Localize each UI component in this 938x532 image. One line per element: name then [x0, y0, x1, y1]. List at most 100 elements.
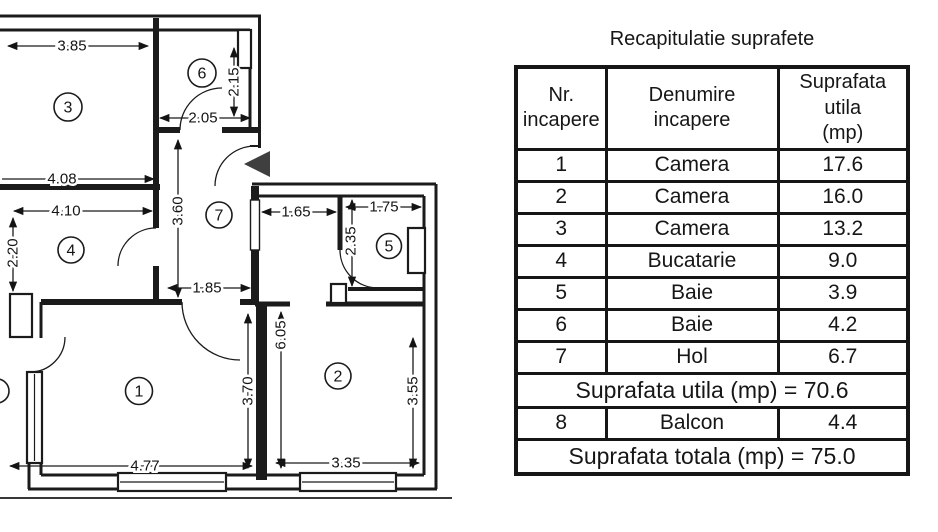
total-row: Suprafata totala (mp) = 75.0 [514, 437, 910, 476]
svg-text:2.35: 2.35 [343, 226, 360, 255]
door-arcs [29, 87, 379, 373]
dimension-4-10: 4.10 [12, 200, 154, 222]
svg-text:3.85: 3.85 [57, 38, 86, 55]
cell-area: 4.2 [776, 307, 910, 343]
svg-text:3: 3 [64, 100, 73, 117]
dimension-1-75: 1.75 [344, 196, 423, 218]
header-denumire-line2: incapere [653, 109, 731, 132]
header-row: Nr. incapere Denumire incapere Suprafata u… [514, 65, 910, 151]
cell-nr: 6 [514, 307, 608, 343]
room-label-3: 3 [53, 92, 83, 122]
dimension-2-35: 2.35 [340, 198, 362, 288]
total-cell: Suprafata totala (mp) = 75.0 [514, 437, 910, 476]
door-room1 [181, 301, 241, 361]
svg-text:2.15: 2.15 [226, 67, 243, 96]
cell-name: Camera [604, 211, 780, 247]
subtotal-label: Suprafata utila (mp) = [575, 376, 798, 403]
header-suprafata: Suprafata utila (mp) [776, 65, 910, 151]
svg-text:6.05: 6.05 [273, 320, 290, 349]
header-suprafata-line1: Suprafata utila [799, 71, 887, 119]
svg-text:4: 4 [67, 243, 76, 260]
cell-name: Camera [604, 179, 780, 215]
window-room6 [236, 28, 253, 70]
cell-area: 4.4 [776, 405, 910, 441]
wall-recess [249, 199, 261, 251]
room-label-8-partial [0, 378, 10, 404]
dimension-3-60: 3.60 [167, 138, 189, 299]
dimension-3-55: 3.55 [402, 336, 424, 470]
cell-nr: 2 [514, 179, 608, 215]
recap-title: Recapitulatie suprafete [609, 28, 815, 50]
dimensions: 3.85 2.15 2.05 4.08 4.10 2.20 3.60 1.65 … [2, 35, 424, 477]
svg-text:2: 2 [334, 369, 343, 386]
recap-table: Nr. incapere Denumire incapere Suprafata u… [514, 65, 910, 476]
floor-plan: 3.85 2.15 2.05 4.08 4.10 2.20 3.60 1.65 … [0, 14, 452, 499]
window-room5 [406, 226, 427, 275]
total-label: Suprafata totala (mp) = [568, 442, 805, 469]
room-label-2: 2 [324, 362, 352, 390]
dimension-1-85: 1.85 [166, 277, 252, 299]
svg-text:7: 7 [215, 208, 224, 225]
svg-text:4.77: 4.77 [130, 458, 159, 475]
dimension-3-35: 3.35 [274, 452, 421, 474]
cell-name: Baie [604, 307, 780, 343]
windows [25, 28, 427, 493]
dimension-3-70: 3.70 [237, 312, 259, 470]
room-label-4: 4 [57, 236, 85, 264]
svg-text:1.65: 1.65 [281, 204, 310, 221]
svg-text:5: 5 [385, 239, 394, 256]
cell-name: Balcon [604, 405, 780, 441]
header-nr-line2: incapere [522, 109, 600, 132]
wall-pillar [329, 282, 348, 305]
subtotal-cell: Suprafata utila (mp) = 70.6 [514, 371, 910, 409]
svg-text:1.85: 1.85 [192, 280, 221, 297]
svg-text:2.20: 2.20 [5, 238, 22, 267]
svg-text:4.10: 4.10 [51, 203, 80, 220]
svg-text:3.55: 3.55 [405, 376, 422, 405]
svg-text:4.08: 4.08 [47, 171, 76, 188]
cell-area: 3.9 [776, 275, 910, 311]
door-balcony [29, 336, 66, 373]
room-label-1: 1 [124, 376, 154, 406]
header-nr-line1: Nr. [548, 83, 575, 106]
cell-area: 13.2 [776, 211, 910, 247]
header-denumire: Denumire incapere [604, 65, 780, 151]
room-label-7: 7 [205, 201, 233, 229]
cell-name: Bucatarie [604, 243, 780, 279]
header-nr: Nr. incapere [514, 65, 608, 151]
entrance-arrow-icon [244, 151, 270, 177]
cell-name: Camera [604, 147, 780, 183]
cell-nr: 1 [514, 147, 608, 183]
cell-area: 6.7 [776, 339, 910, 375]
dimension-4-08: 4.08 [2, 168, 156, 190]
cell-nr: 8 [514, 405, 608, 441]
room-label-6: 6 [187, 58, 217, 88]
dimension-4-77: 4.77 [8, 455, 254, 477]
dimension-6-05: 6.05 [270, 310, 292, 470]
svg-text:1.75: 1.75 [369, 199, 398, 216]
room-labels: 3 6 7 4 5 1 2 [0, 58, 403, 406]
door-room6 [179, 87, 223, 131]
cell-area: 9.0 [776, 243, 910, 279]
svg-text:3.70: 3.70 [240, 376, 257, 405]
cell-nr: 7 [514, 339, 608, 375]
header-suprafata-line2: (mp) [822, 122, 864, 145]
cell-area: 17.6 [776, 147, 910, 183]
cell-area: 16.0 [776, 179, 910, 215]
svg-text:2.05: 2.05 [188, 110, 217, 127]
wall-pillar [8, 292, 34, 339]
svg-text:1: 1 [135, 384, 144, 401]
cell-name: Hol [604, 339, 780, 375]
header-denumire-line1: Denumire [648, 83, 736, 106]
total-value: 75.0 [810, 442, 856, 469]
cell-nr: 4 [514, 243, 608, 279]
